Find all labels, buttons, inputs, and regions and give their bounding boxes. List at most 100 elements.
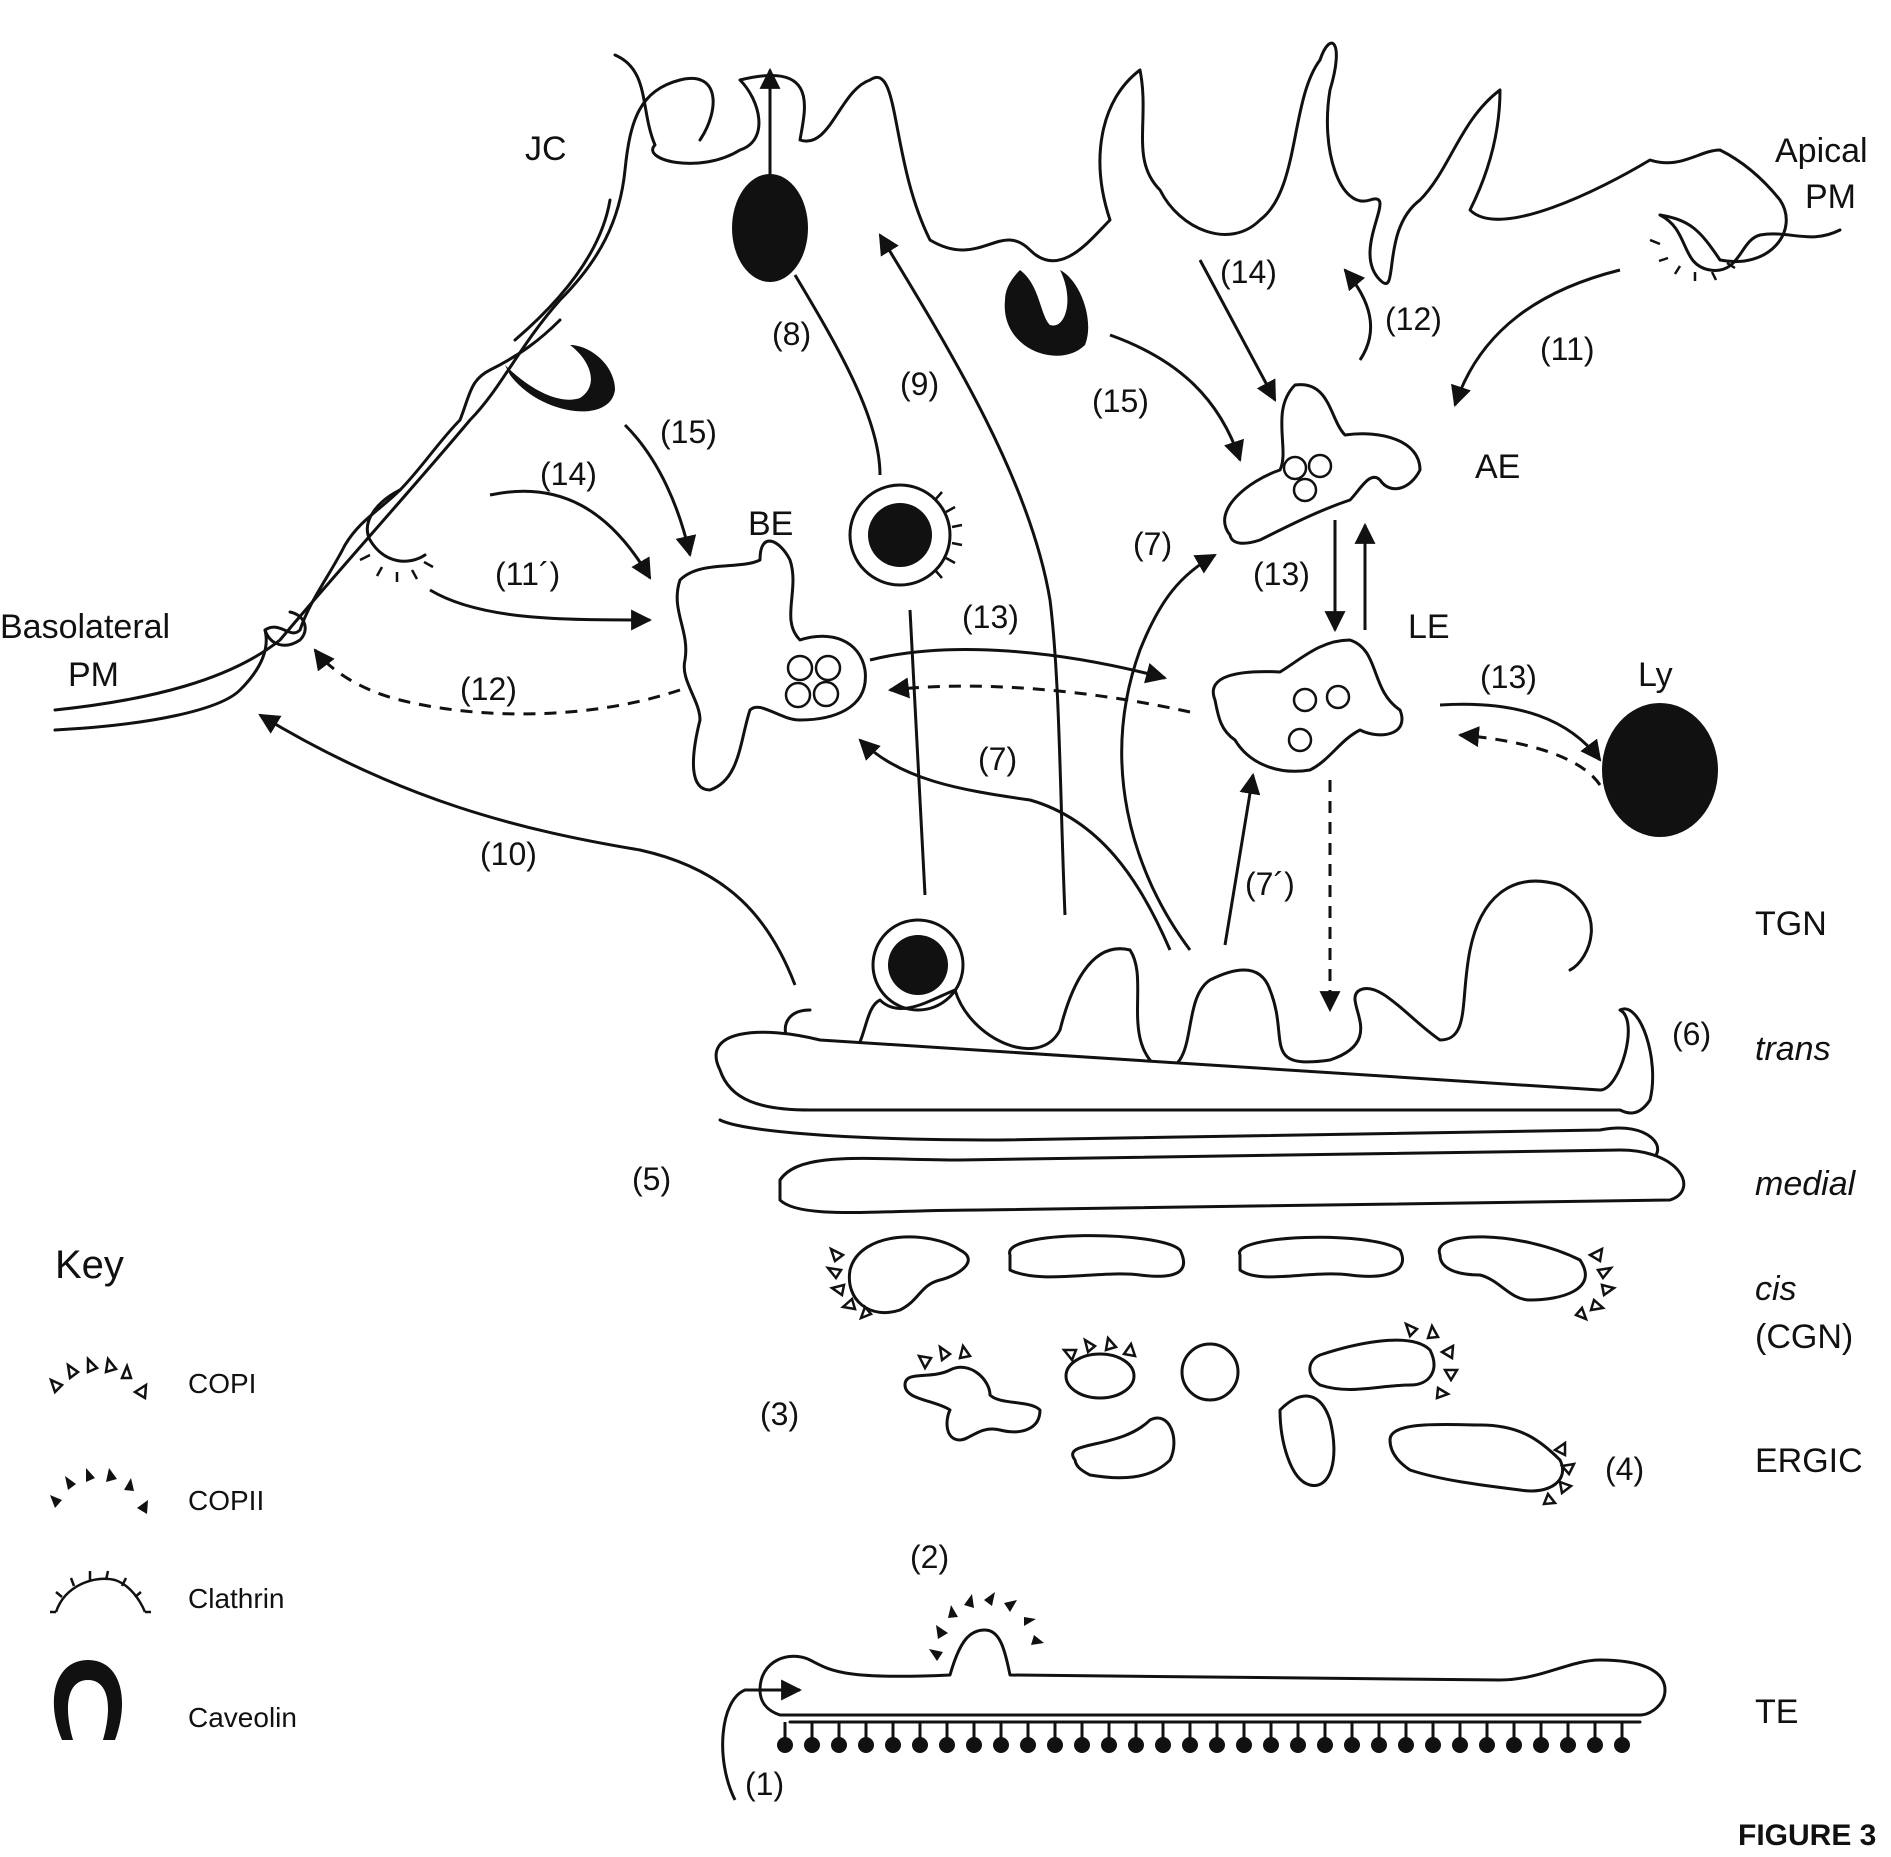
ribosome — [993, 1737, 1009, 1753]
arrow-14-right — [1198, 259, 1277, 402]
arrow-10 — [258, 713, 797, 986]
label-cgn: (CGN) — [1755, 1318, 1853, 1356]
basolateral-endosome — [675, 539, 867, 792]
apical-pit-clathrin-coat — [1649, 238, 1736, 281]
arrow-step-1 — [721, 1679, 803, 1801]
ribosome — [1614, 1737, 1630, 1753]
legend-clathrin-label: Clathrin — [188, 1583, 284, 1614]
ribosome — [1020, 1737, 1036, 1753]
arrow-7-prime — [1223, 772, 1261, 946]
label-basolateral-pm-line2: PM — [68, 656, 119, 694]
ribosome — [1344, 1737, 1360, 1753]
ribosome — [1263, 1737, 1279, 1753]
step-12-right: (12) — [1385, 301, 1442, 337]
step-2: (2) — [910, 1539, 949, 1575]
ribosome — [1506, 1737, 1522, 1753]
step-1: (1) — [745, 1766, 784, 1802]
ribosome — [1425, 1737, 1441, 1753]
ribosome — [1074, 1737, 1090, 1753]
arrow-9 — [878, 233, 1067, 916]
caveola-basolateral — [505, 345, 615, 412]
arrow-13-le-to-ly — [1439, 702, 1602, 762]
copii-coat-icon — [50, 1468, 148, 1514]
ribosome — [1182, 1737, 1198, 1753]
trans-cisterna — [714, 1007, 1655, 1115]
step-7-prime: (7´) — [1245, 866, 1295, 902]
caveolin-icon — [53, 1660, 123, 1740]
ergic-element-6 — [1278, 1394, 1336, 1487]
legend-caveolin-label: Caveolin — [188, 1702, 297, 1733]
apical-transcytotic-vesicle — [732, 174, 808, 282]
arrow-15-right — [1109, 333, 1244, 462]
label-ly: Ly — [1638, 656, 1673, 694]
ribosome — [1047, 1737, 1063, 1753]
arrow-15-left — [623, 423, 697, 558]
label-be: BE — [748, 505, 793, 543]
ribosome — [1533, 1737, 1549, 1753]
step-6: (6) — [1672, 1016, 1711, 1052]
apical-clathrin-pit — [1658, 213, 1842, 272]
legend-copi-label: COPI — [188, 1368, 256, 1399]
ribosome — [804, 1737, 820, 1753]
step-7-mid: (7) — [978, 741, 1017, 777]
copi-coat-ergic-left — [916, 1343, 973, 1371]
ribosome — [1128, 1737, 1144, 1753]
medial-cisterna — [778, 1148, 1686, 1214]
clathrin-coated-vesicle — [848, 483, 963, 587]
ribosome — [966, 1737, 982, 1753]
ribosome — [858, 1737, 874, 1753]
label-tgn: TGN — [1755, 905, 1827, 943]
step-14-left: (14) — [540, 456, 597, 492]
ribosome — [912, 1737, 928, 1753]
step-13-ae: (13) — [1253, 556, 1310, 592]
figure-label: FIGURE 3 — [1738, 1819, 1876, 1852]
step-14-right: (14) — [1220, 254, 1277, 290]
cis-cisterna-3 — [1238, 1235, 1404, 1279]
copii-coat-te — [929, 1592, 1044, 1661]
step-9: (9) — [900, 366, 939, 402]
ergic-element-1 — [903, 1365, 1042, 1442]
arrow-11 — [1451, 268, 1621, 407]
arrow-14-left — [489, 489, 652, 580]
step-15-right: (15) — [1092, 383, 1149, 419]
trans-golgi-network — [783, 879, 1593, 1072]
legend-key: Key COPI COPII Clathrin Caveolin — [48, 1243, 297, 1740]
arrow-coated-vesicle-line — [908, 609, 927, 896]
tgn-dense-core-vesicle — [871, 918, 965, 1012]
trans-cisterna-lower — [718, 1118, 1660, 1162]
ribosome — [1587, 1737, 1603, 1753]
step-11-prime: (11´) — [495, 556, 560, 592]
basolateral-pm-indent — [263, 610, 307, 647]
basolateral-pit-clathrin-coat — [359, 553, 434, 582]
step-7-top: (7) — [1133, 526, 1172, 562]
ribosome — [1452, 1737, 1468, 1753]
label-ae: AE — [1475, 448, 1520, 486]
label-cis: cis — [1755, 1270, 1797, 1308]
step-13-ly: (13) — [1480, 659, 1537, 695]
copi-coat-icon — [48, 1355, 148, 1401]
label-apical-pm-line2: PM — [1805, 178, 1856, 216]
step-15-left: (15) — [660, 414, 717, 450]
label-jc: JC — [525, 130, 567, 168]
arrow-12-left — [313, 648, 681, 716]
ribosome — [1371, 1737, 1387, 1753]
basolateral-plasma-membrane-outer — [53, 76, 715, 712]
caveola-apical — [1004, 270, 1089, 356]
legend-title: Key — [55, 1243, 124, 1287]
legend-copii-label: COPII — [188, 1485, 264, 1516]
ribosome — [1290, 1737, 1306, 1753]
ribosome — [1398, 1737, 1414, 1753]
ribosome — [1155, 1737, 1171, 1753]
ribosome — [1317, 1737, 1333, 1753]
arrow-11-prime — [429, 588, 653, 631]
ribosome — [831, 1737, 847, 1753]
arrow-7-to-ae — [1120, 553, 1217, 951]
cis-cisterna-1 — [847, 1235, 970, 1315]
copi-coat-cis-left — [825, 1246, 874, 1321]
step-11: (11) — [1540, 331, 1595, 367]
label-trans: trans — [1755, 1030, 1831, 1068]
step-8: (8) — [772, 316, 811, 352]
step-10: (10) — [480, 836, 537, 872]
arrow-12-right — [1343, 268, 1373, 361]
ribosome — [1560, 1737, 1576, 1753]
